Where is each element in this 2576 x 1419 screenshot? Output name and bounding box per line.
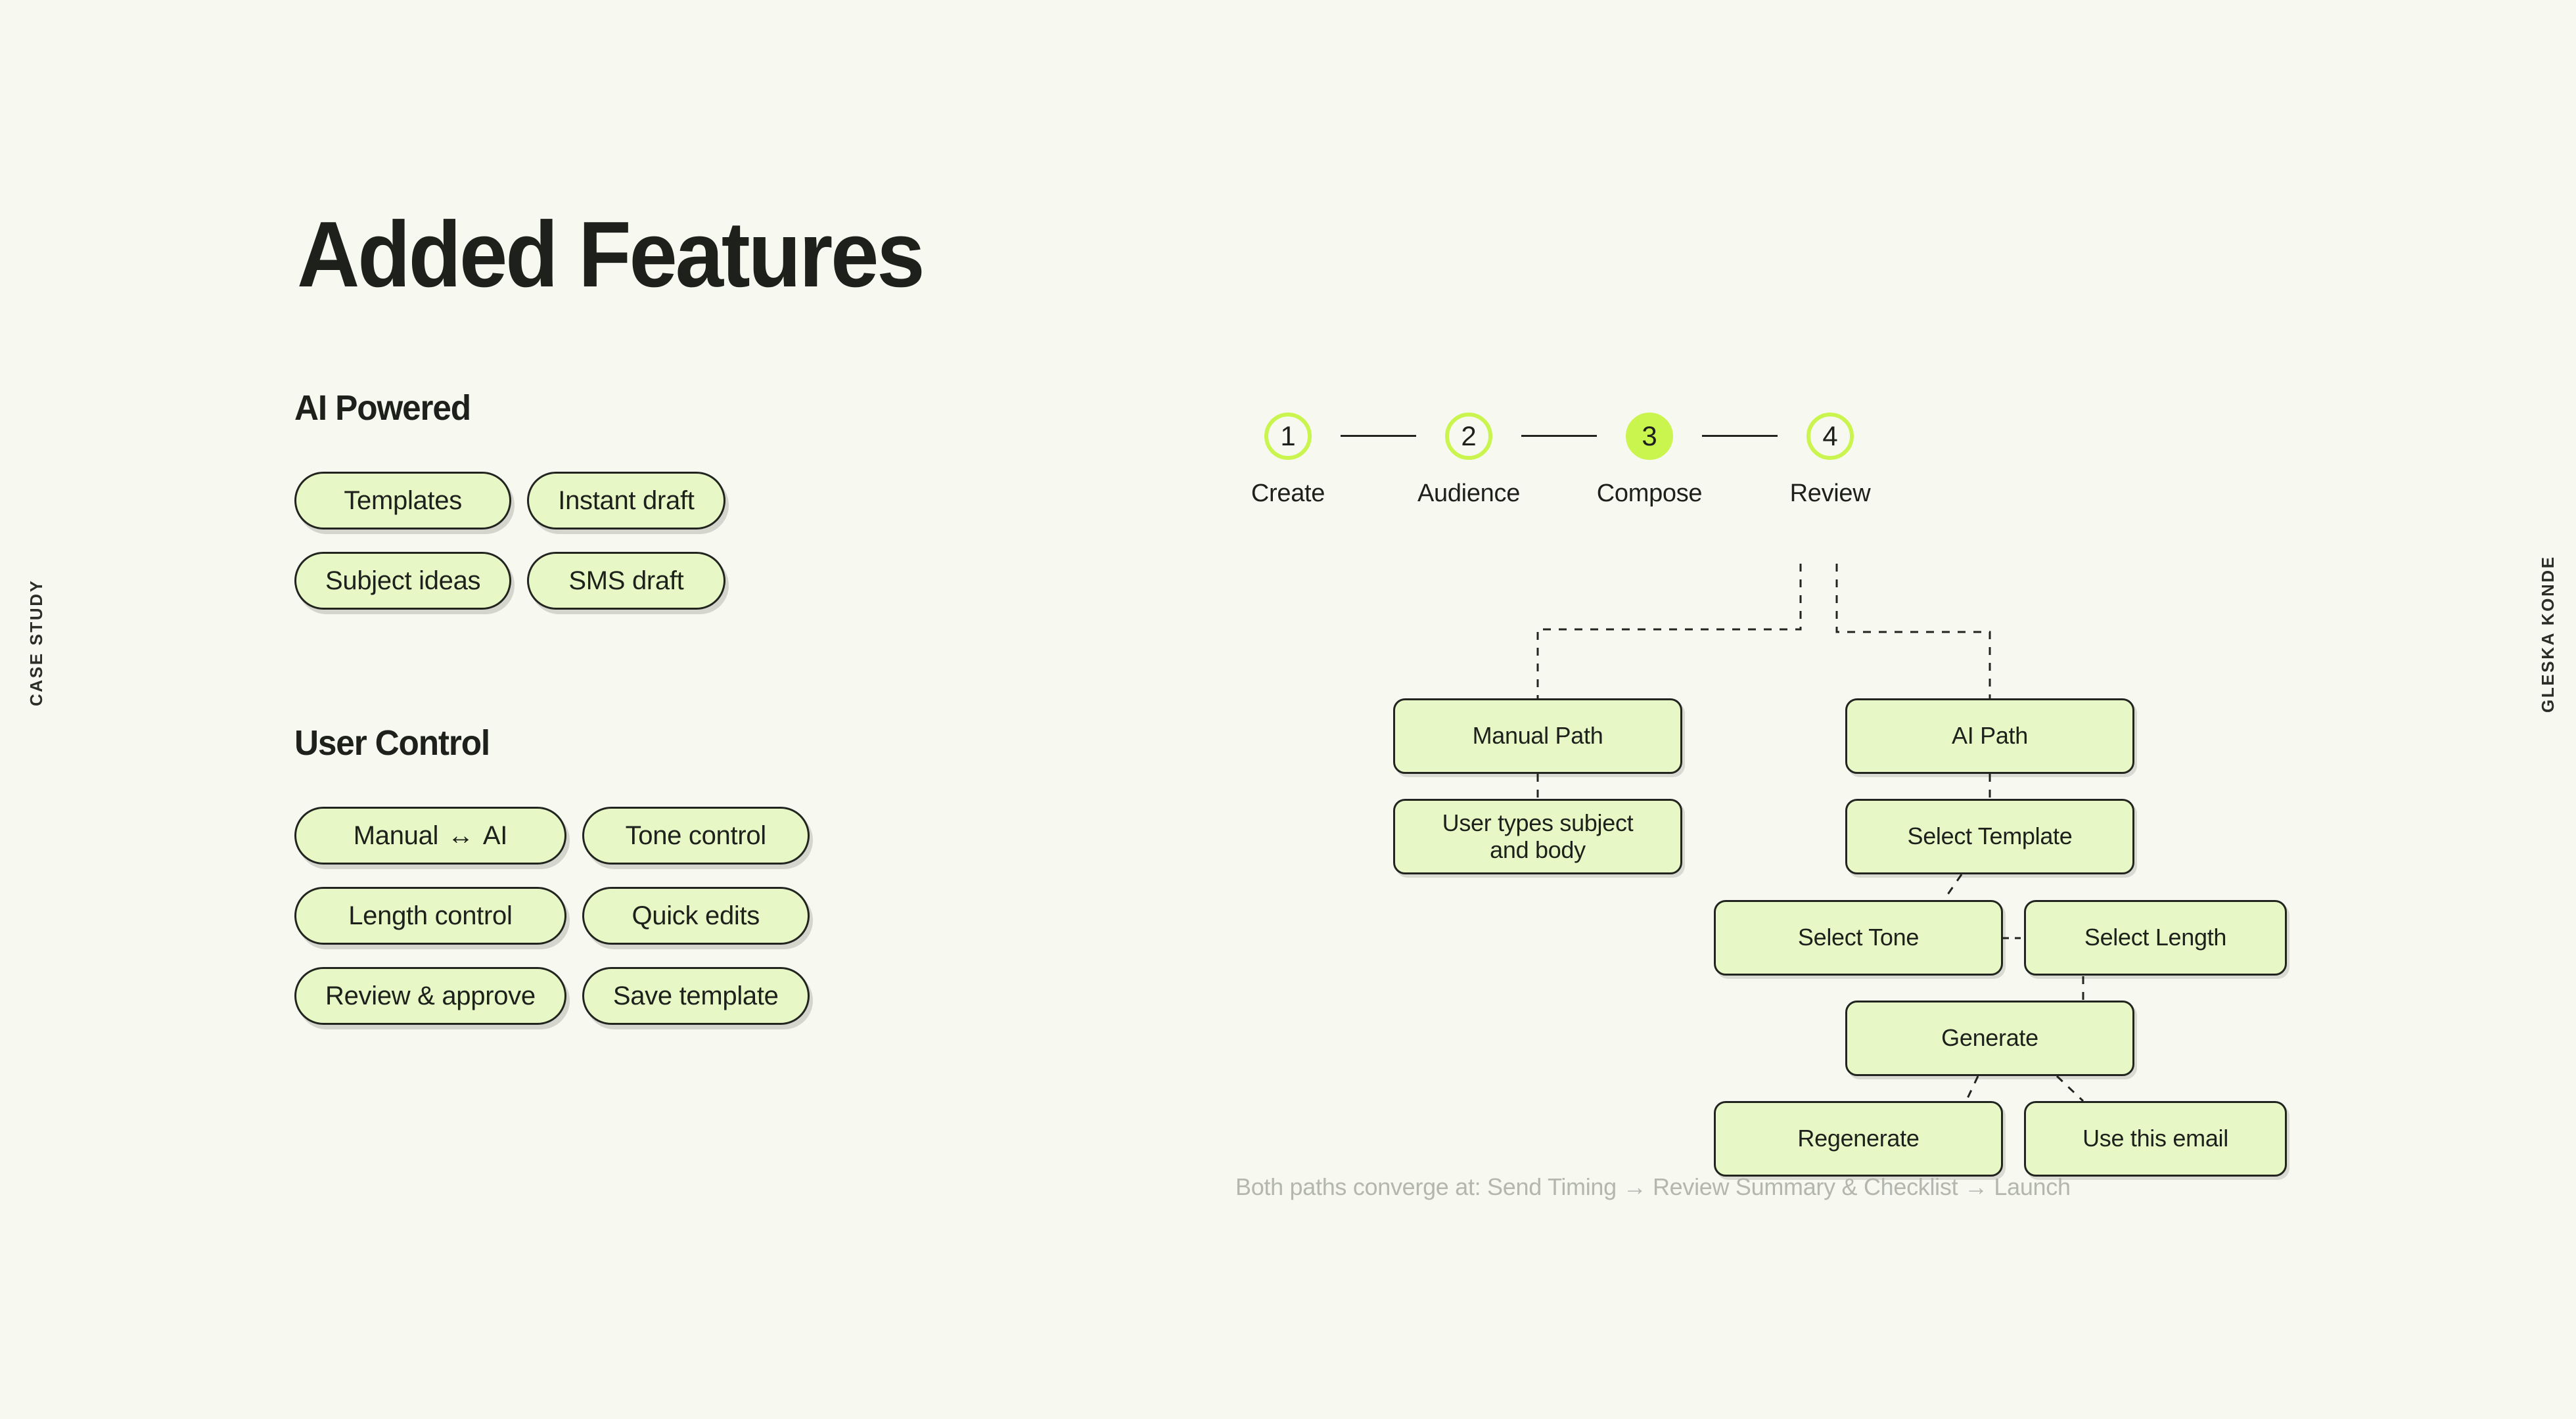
flow-connector-lines	[1536, 564, 2084, 1102]
flow-node-ai-path[interactable]: AI Path	[1845, 698, 2134, 774]
flow-node-label: Manual Path	[1472, 722, 1603, 750]
step-label: Create	[1251, 480, 1325, 507]
pill-instant-draft[interactable]: Instant draft	[527, 472, 725, 529]
step-connector-line	[1521, 435, 1597, 437]
pill-tone-control[interactable]: Tone control	[582, 807, 810, 865]
pill-label: Review & approve	[325, 981, 536, 1010]
step-3-compose[interactable]: 3 Compose	[1596, 413, 1703, 508]
features-left-column: AI Powered Templates Instant draft Subje…	[294, 388, 1030, 1025]
step-1-create[interactable]: 1 Create	[1235, 413, 1341, 508]
step-4-review[interactable]: 4 Review	[1778, 413, 1883, 508]
step-label: Compose	[1596, 480, 1703, 507]
flow-node-select-template[interactable]: Select Template	[1845, 799, 2134, 874]
pill-label: Save template	[612, 981, 779, 1010]
left-right-arrow-icon: ↔	[448, 821, 474, 850]
flow-node-label: Use this email	[2082, 1125, 2228, 1152]
pill-quick-edits[interactable]: Quick edits	[582, 887, 810, 945]
flow-node-label: Select Length	[2084, 924, 2227, 951]
flow-node-user-types-subject-and-body[interactable]: User types subject and body	[1393, 799, 1682, 874]
pill-label: Tone control	[625, 821, 767, 850]
step-label: Audience	[1417, 480, 1521, 507]
pill-save-template[interactable]: Save template	[582, 967, 810, 1025]
flow-node-label: Regenerate	[1797, 1125, 1920, 1152]
branching-flow-diagram: Manual Path User types subject and body …	[1235, 564, 2300, 1177]
user-control-section: User Control Manual ↔ AI Tone control Le…	[294, 723, 1030, 1025]
pill-review-approve[interactable]: Review & approve	[294, 967, 566, 1025]
pill-sms-draft[interactable]: SMS draft	[527, 552, 725, 610]
pill-manual-ai-toggle[interactable]: Manual ↔ AI	[294, 807, 566, 865]
flow-node-use-this-email[interactable]: Use this email	[2024, 1101, 2287, 1177]
pill-subject-ideas[interactable]: Subject ideas	[294, 552, 512, 610]
pill-label: Templates	[344, 485, 462, 515]
flow-node-label: Select Tone	[1797, 924, 1920, 951]
case-study-side-label: CASE STUDY	[26, 579, 46, 706]
ai-powered-pill-grid: Templates Instant draft Subject ideas SM…	[294, 472, 1030, 610]
pill-length-control[interactable]: Length control	[294, 887, 566, 945]
pill-label-manual: Manual	[353, 821, 439, 850]
author-side-label: GLESKA KONDE	[2538, 555, 2558, 713]
flow-node-generate[interactable]: Generate	[1845, 1001, 2134, 1076]
flow-node-label: Select Template	[1907, 822, 2073, 850]
flow-convergence-caption: Both paths converge at: Send Timing → Re…	[1235, 1173, 2071, 1200]
pill-label: SMS draft	[568, 566, 684, 595]
flow-node-regenerate[interactable]: Regenerate	[1714, 1101, 2003, 1177]
flow-node-label: Generate	[1941, 1024, 2038, 1052]
pill-label: Subject ideas	[325, 566, 481, 595]
flow-node-manual-path[interactable]: Manual Path	[1393, 698, 1682, 774]
ai-powered-section: AI Powered Templates Instant draft Subje…	[294, 388, 1030, 610]
pill-templates[interactable]: Templates	[294, 472, 512, 529]
step-2-audience[interactable]: 2 Audience	[1416, 413, 1521, 508]
flow-node-label: AI Path	[1952, 722, 2028, 750]
pill-label: Length control	[348, 901, 513, 930]
flow-node-label: User types subject and body	[1442, 809, 1634, 863]
step-indicator: 1 Create 2 Audience 3 Compose 4 Review	[1235, 413, 2090, 508]
step-number-circle: 1	[1264, 413, 1312, 460]
step-number-circle: 2	[1445, 413, 1492, 460]
step-connector-line	[1341, 435, 1416, 437]
pill-label: Instant draft	[558, 485, 695, 515]
step-connector-line	[1702, 435, 1778, 437]
flow-node-select-length[interactable]: Select Length	[2024, 900, 2287, 976]
step-label: Review	[1789, 480, 1871, 507]
step-number-circle: 4	[1806, 413, 1854, 460]
flow-node-select-tone[interactable]: Select Tone	[1714, 900, 2003, 976]
compose-flow-panel: 1 Create 2 Audience 3 Compose 4 Review	[1235, 413, 2300, 1221]
section-heading-ai-powered: AI Powered	[294, 388, 471, 428]
pill-label: Quick edits	[632, 901, 760, 930]
section-heading-user-control: User Control	[294, 723, 490, 763]
user-control-pill-grid: Manual ↔ AI Tone control Length control …	[294, 807, 1030, 1025]
pill-label-ai: AI	[482, 821, 508, 850]
step-number-circle-active: 3	[1626, 413, 1673, 460]
page-title: Added Features	[297, 202, 925, 307]
